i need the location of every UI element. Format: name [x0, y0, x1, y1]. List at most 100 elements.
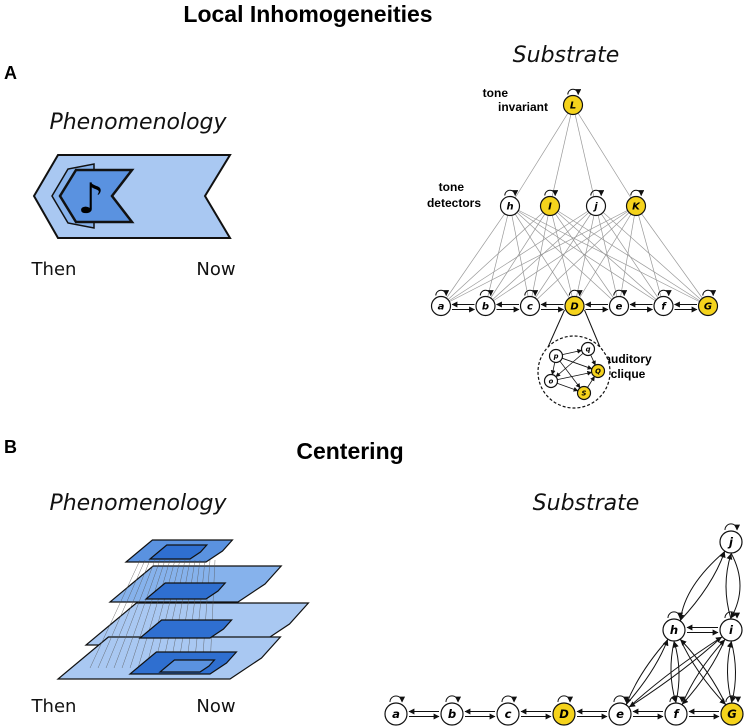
base-bidirectional-arrow: [673, 301, 698, 313]
zoom-line-left: [547, 309, 565, 348]
base-bidirectional-arrow: [584, 301, 609, 313]
node-circle: [384, 702, 408, 726]
self-loop-arrow: [613, 289, 628, 297]
base-node-D: D: [564, 289, 585, 317]
self-loop-arrow: [613, 695, 630, 703]
clique-arrow: [561, 357, 593, 370]
node-circle: [562, 94, 584, 116]
node-circle: [697, 295, 719, 317]
node-circle: [548, 348, 564, 364]
node-label: i: [729, 623, 734, 637]
j-to-h-arrow: [678, 550, 726, 621]
base-bidirectional-arrow: [408, 708, 440, 720]
panel-a-substrate-heading: Substrate: [513, 43, 620, 68]
detector-base-edge: [549, 205, 620, 307]
node-circle: [430, 295, 452, 317]
node-circle: [720, 702, 744, 726]
node-label: S: [582, 389, 587, 397]
panel-b: B Centering Phenomenology Substrate Then…: [4, 437, 744, 726]
stack-connection-lines: [89, 559, 216, 669]
panel-a-edges: [440, 104, 709, 409]
base-node-c: c: [519, 289, 541, 317]
detector-base-edge: [574, 205, 637, 307]
detector-base-edge: [529, 205, 637, 307]
detector-base-edge: [595, 205, 620, 307]
clique-arrow: [555, 352, 584, 378]
i-to-base-arrow: [629, 636, 723, 708]
base-bidirectional-arrow: [451, 301, 476, 313]
panel-b-phenomenology-heading: Phenomenology: [49, 491, 227, 516]
inner-chevron-shape: [58, 168, 135, 224]
stack-line: [169, 559, 191, 669]
node-circle: [608, 295, 630, 317]
self-loop-arrow: [544, 189, 559, 197]
h-to-base-arrow: [625, 638, 669, 705]
stack-line: [121, 559, 161, 669]
self-loop-arrow: [479, 289, 494, 297]
detector-node-h: h: [499, 189, 521, 217]
node-label: I: [548, 202, 552, 213]
auditory-clique-label-line-1: auditory: [604, 352, 652, 366]
detector-base-edge: [485, 205, 511, 307]
node-label: D: [570, 302, 578, 313]
node-circle: [576, 385, 592, 401]
node-circle: [625, 195, 647, 217]
self-loop-arrow: [702, 289, 717, 297]
base-bidirectional-arrow: [629, 301, 654, 313]
self-loop-arrow: [567, 88, 582, 96]
node-circle: [543, 373, 559, 389]
detector-base-edge: [485, 205, 637, 307]
stack-line: [209, 559, 216, 669]
node-j: j: [719, 523, 743, 554]
clique-arrow: [590, 354, 596, 366]
node-circle: [552, 702, 576, 726]
panel-a-letter: A: [4, 63, 17, 83]
layer-1-chevron: [148, 544, 209, 560]
clique-arrow: [587, 376, 595, 388]
base-to-i-arrow: [726, 641, 733, 704]
self-loop-arrow: [590, 189, 605, 197]
stack-line: [177, 559, 196, 669]
node-circle: [496, 702, 520, 726]
panel-a-then-label: Then: [31, 259, 77, 280]
panel-b-then-label: Then: [31, 696, 77, 717]
detector-base-edge: [595, 205, 709, 307]
h-to-j-arrow: [679, 551, 726, 622]
clique-edges: [550, 348, 596, 392]
detector-base-edge: [509, 205, 620, 307]
zoom-line-right: [584, 309, 601, 348]
self-loop-arrow: [725, 695, 742, 703]
clique-arrow: [550, 362, 556, 376]
node-label: a: [392, 707, 400, 721]
node-label: e: [616, 302, 623, 313]
base-node-f: f: [664, 695, 688, 726]
node-circle: [539, 195, 561, 217]
stack-line: [89, 559, 141, 669]
detector-base-edge: [549, 205, 709, 307]
node-label: f: [661, 302, 667, 313]
detector-base-edge: [485, 205, 597, 307]
panel-a-title: Local Inhomogeneities: [183, 1, 432, 27]
base-node-e: e: [608, 695, 632, 726]
tone-detectors-label-line-2: detectors: [427, 196, 481, 210]
clique-arrow: [559, 360, 581, 389]
detector-base-edge: [509, 205, 531, 307]
node-circle: [590, 363, 606, 379]
layer-3-inner-chevron: [144, 582, 227, 600]
self-loop-arrow: [724, 523, 741, 531]
layer-5-core-chevron: [158, 659, 216, 673]
node-circle: [585, 195, 607, 217]
panel-b-title: Centering: [296, 438, 403, 464]
node-label: G: [727, 707, 737, 721]
node-label: c: [527, 302, 533, 313]
node-circle: [519, 295, 541, 317]
base-node-c: c: [496, 695, 520, 726]
base-node-a: a: [430, 289, 452, 317]
clique-arrow: [556, 382, 579, 392]
invariant-detector-edge: [509, 104, 574, 207]
detector-base-edge: [635, 205, 664, 307]
node-label: p: [553, 352, 559, 360]
base-to-h-arrow: [672, 641, 680, 704]
base-node-a: a: [384, 695, 408, 726]
